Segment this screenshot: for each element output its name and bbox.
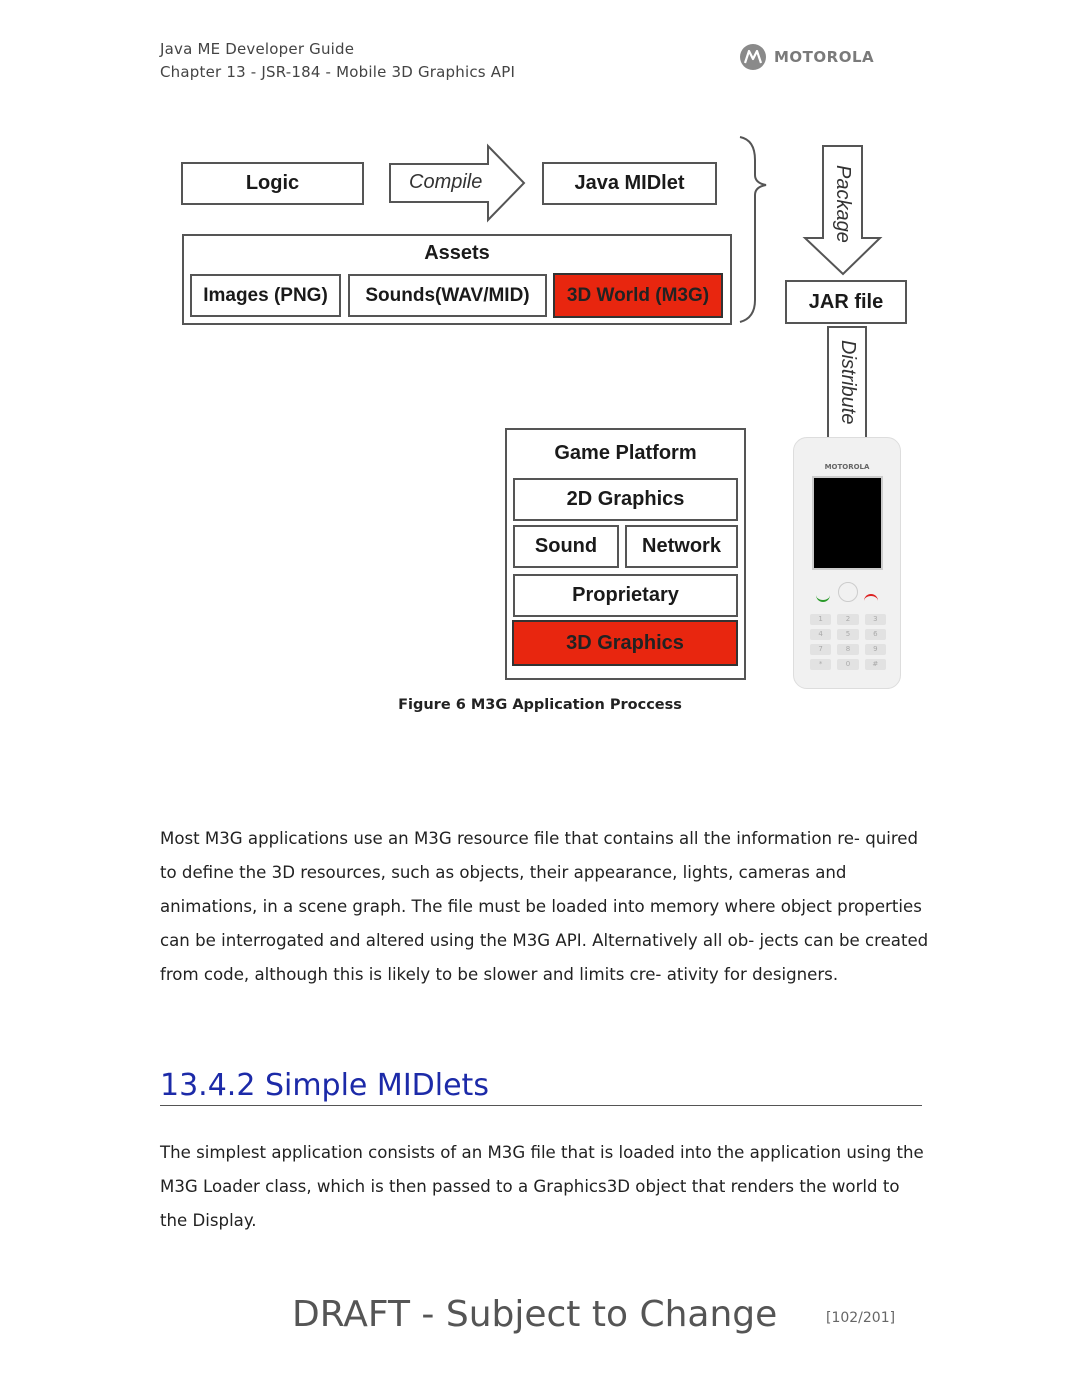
- distribute-label: Distribute: [837, 340, 859, 425]
- phone-key: 7: [810, 644, 832, 655]
- phone-keypad: 1 2 3 4 5 6 7 8 9 * 0 #: [810, 614, 886, 670]
- compile-arrow-shape: [389, 143, 526, 223]
- phone-key: 2: [837, 614, 859, 625]
- page-number: [102/201]: [826, 1310, 896, 1326]
- compile-label: Compile: [409, 171, 483, 193]
- network-box: Network: [625, 525, 738, 568]
- draft-notice: DRAFT - Subject to Change: [292, 1294, 778, 1335]
- 2d-graphics-box: 2D Graphics: [513, 478, 738, 521]
- call-key-icon: [816, 594, 830, 602]
- phone-key: 6: [864, 629, 886, 640]
- logic-box: Logic: [181, 162, 364, 205]
- 3d-world-box: 3D World (M3G): [553, 273, 723, 318]
- phone-key: #: [864, 659, 886, 670]
- header-doc-title: Java ME Developer Guide: [160, 40, 355, 58]
- body-paragraph-1: Most M3G applications use an M3G resourc…: [160, 829, 929, 984]
- header-chapter-title: Chapter 13 - JSR-184 - Mobile 3D Graphic…: [160, 63, 516, 81]
- sound-box: Sound: [513, 525, 619, 568]
- phone-key: *: [810, 659, 832, 670]
- jar-file-box: JAR file: [785, 280, 907, 324]
- phone-key: 0: [837, 659, 859, 670]
- phone-key: 8: [837, 644, 859, 655]
- motorola-logo: MOTOROLA: [740, 44, 874, 70]
- package-label: Package: [832, 165, 854, 243]
- phone-key: 9: [864, 644, 886, 655]
- phone-brand: MOTOROLA: [824, 463, 870, 471]
- figure-caption: Figure 6 M3G Application Proccess: [398, 697, 682, 713]
- section-heading: 13.4.2 Simple MIDlets: [160, 1068, 922, 1106]
- phone-screen: [812, 476, 883, 570]
- sounds-box: Sounds(WAV/MID): [348, 274, 547, 317]
- end-key-icon: [864, 594, 878, 602]
- motorola-logo-icon: [740, 44, 766, 70]
- java-midlet-box: Java MIDlet: [542, 162, 717, 205]
- images-png-box: Images (PNG): [190, 274, 341, 317]
- 3d-graphics-box: 3D Graphics: [512, 620, 738, 666]
- phone-key: 5: [837, 629, 859, 640]
- motorola-logo-text: MOTOROLA: [774, 48, 875, 66]
- phone-key: 1: [810, 614, 832, 625]
- assets-label: Assets: [424, 242, 490, 264]
- phone-illustration: MOTOROLA 1 2 3 4 5 6 7 8 9 * 0 #: [793, 437, 901, 689]
- phone-key: 3: [864, 614, 886, 625]
- brace-shape: [739, 136, 767, 323]
- game-platform-label: Game Platform: [554, 442, 697, 464]
- phone-nav-key: [838, 582, 858, 602]
- body-paragraph-2: The simplest application consists of an …: [160, 1143, 924, 1230]
- proprietary-box: Proprietary: [513, 574, 738, 617]
- package-arrow-shape: [802, 145, 883, 276]
- phone-key: 4: [810, 629, 832, 640]
